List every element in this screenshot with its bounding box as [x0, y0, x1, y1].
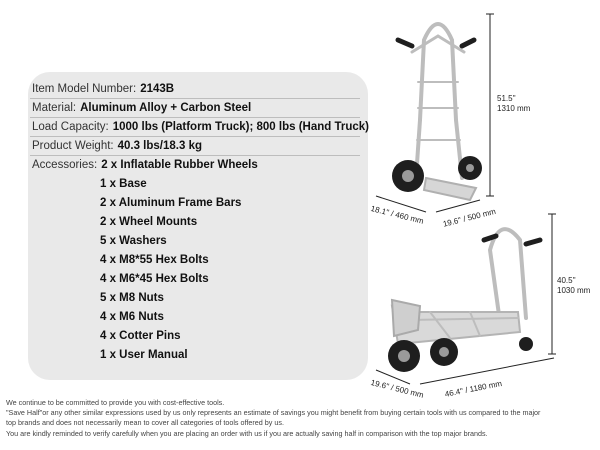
- accessory-item: 2 x Aluminum Frame Bars: [100, 197, 242, 209]
- platform-height-label-mm: 1030 mm: [557, 286, 591, 295]
- footnote-line: "Save Half"or any other similar expressi…: [6, 408, 541, 417]
- dimension-lines: [375, 213, 556, 385]
- footnote-line: You are kindly reminded to verify carefu…: [6, 429, 488, 438]
- wheel-hub: [402, 170, 414, 182]
- accessory-item: 5 x Washers: [100, 235, 167, 247]
- hand-truck-image: [410, 22, 478, 202]
- height-label-in: 51.5'': [497, 94, 516, 103]
- handle-grip: [523, 237, 543, 247]
- spec-weight: Product Weight:40.3 lbs/18.3 kg: [32, 140, 202, 152]
- accessory-item: 4 x M6*45 Hex Bolts: [100, 273, 209, 285]
- accessory-item: 4 x M6 Nuts: [100, 311, 164, 323]
- accessory-item: 1 x User Manual: [100, 349, 188, 361]
- wheel-hub: [466, 164, 474, 172]
- handle-grip: [395, 37, 415, 49]
- spec-model: Item Model Number:2143B: [32, 83, 175, 95]
- spec-panel: [28, 72, 368, 380]
- accessory-item: 1 x Base: [100, 178, 147, 190]
- platform-truck-image: [390, 227, 528, 346]
- spec-accessories: Accessories:2 x Inflatable Rubber Wheels: [32, 159, 258, 171]
- divider: [30, 136, 360, 137]
- accessory-item: 2 x Wheel Mounts: [100, 216, 198, 228]
- handle-grip: [459, 37, 477, 49]
- caster-wheel: [519, 337, 533, 351]
- platform-height-label-in: 40.5'': [557, 276, 576, 285]
- spec-material: Material:Aluminum Alloy + Carbon Steel: [32, 102, 252, 114]
- spec-capacity: Load Capacity:1000 lbs (Platform Truck);…: [32, 121, 369, 133]
- footnote-line: We continue to be committed to provide y…: [6, 398, 225, 407]
- accessory-item: 5 x M8 Nuts: [100, 292, 164, 304]
- divider: [30, 117, 360, 118]
- wheel-hub: [398, 350, 410, 362]
- divider: [30, 98, 360, 99]
- accessory-item: 4 x M8*55 Hex Bolts: [100, 254, 209, 266]
- handle-grip: [481, 233, 499, 243]
- accessory-item: 4 x Cotter Pins: [100, 330, 181, 342]
- wheel-hub: [439, 347, 449, 357]
- height-label-mm: 1310 mm: [497, 104, 531, 113]
- footnote-line: top brands and does not necessarily mean…: [6, 418, 284, 427]
- dimension-lines: [375, 13, 494, 213]
- divider: [30, 155, 360, 156]
